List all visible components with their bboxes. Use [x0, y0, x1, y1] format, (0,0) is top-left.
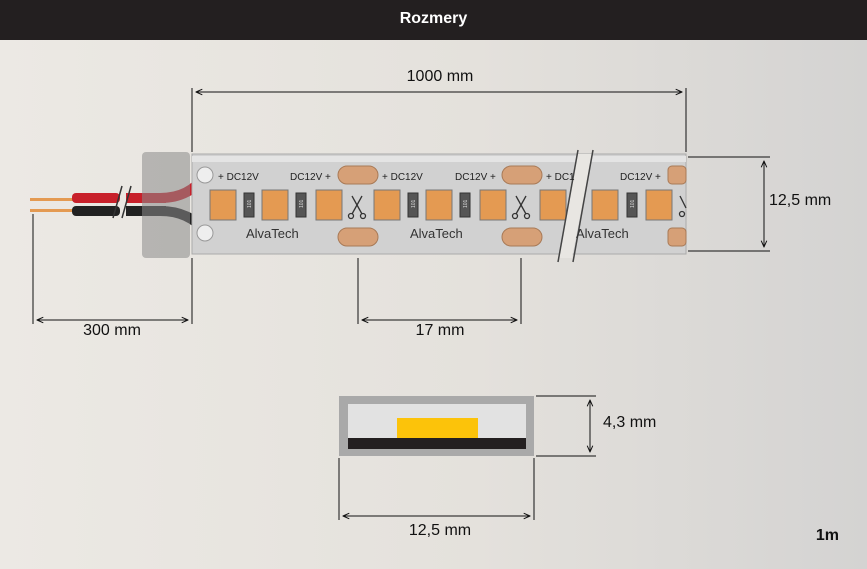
scissors-icon [511, 195, 531, 220]
scissors-icon [347, 195, 367, 220]
width-label: 12,5 mm [769, 192, 832, 209]
marking-plus-2: + DC12V [382, 172, 423, 183]
header-bar: Rozmery [0, 0, 867, 40]
marking-minus-1: DC12V + [290, 172, 331, 183]
scissors-icon [678, 195, 687, 218]
brand-label-3: AlvaTech [576, 226, 629, 241]
resistor-code-5: 101 [630, 199, 636, 208]
marking-partial: + DC1 [546, 172, 575, 183]
corner-label: 1m [815, 527, 839, 544]
marking-minus-3: DC12V + [620, 172, 661, 183]
resistor-code-2: 101 [299, 199, 305, 208]
length-label: 1000 mm [406, 68, 474, 85]
led-chip-section [397, 418, 478, 438]
brand-label-2: AlvaTech [410, 226, 463, 241]
section-width-label: 12,5 mm [408, 522, 472, 539]
led-strip [142, 149, 687, 263]
marking-minus-2: DC12V + [455, 172, 496, 183]
cut-interval-label: 17 mm [415, 322, 465, 339]
height-label: 4,3 mm [603, 414, 657, 431]
cross-section [339, 396, 534, 456]
resistor-code-4: 101 [463, 199, 469, 208]
brand-label-1: AlvaTech [246, 226, 299, 241]
page-title: Rozmery [399, 10, 468, 27]
cable-length-label: 300 mm [83, 322, 141, 339]
resistor-code-1: 101 [247, 199, 253, 208]
marking-plus-1: + DC12V [218, 172, 259, 183]
resistor-code-3: 101 [411, 199, 417, 208]
